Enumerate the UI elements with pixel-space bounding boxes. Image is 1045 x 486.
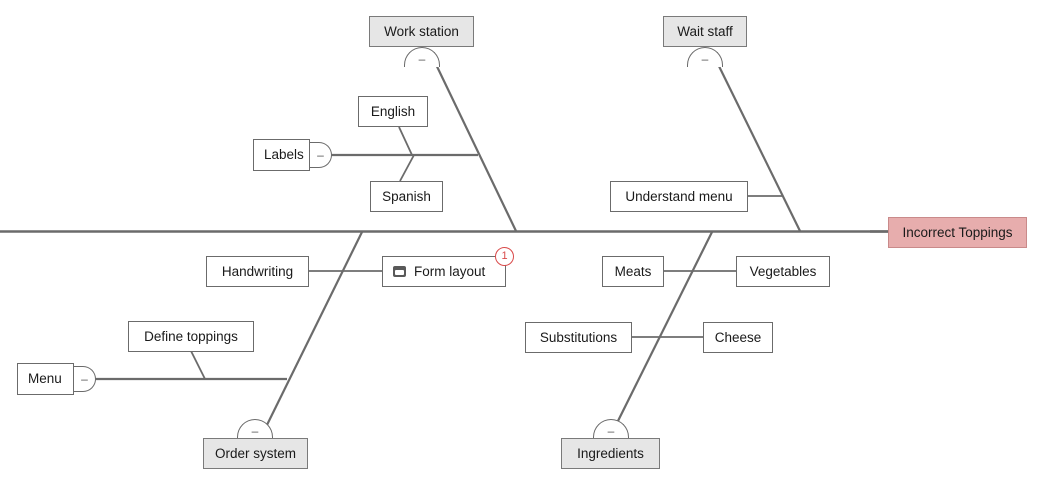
cause-label-spanish: Spanish: [382, 188, 431, 204]
cause-label-labels: Labels: [264, 147, 304, 163]
bone-order-system: [263, 231, 363, 432]
effect-label: Incorrect Toppings: [902, 224, 1013, 240]
collapse-knob-labels[interactable]: –: [310, 142, 332, 168]
cause-label-english: English: [370, 103, 416, 119]
cause-label-form-layout: Form layout: [414, 263, 486, 279]
bone-wait-staff: [712, 53, 801, 232]
cause-node-understand-menu[interactable]: Understand menu: [610, 181, 748, 212]
collapse-glyph: –: [701, 52, 709, 66]
category-label-order-system: Order system: [214, 445, 296, 461]
cause-node-define-toppings[interactable]: Define toppings: [128, 321, 254, 352]
category-label-work-station: Work station: [384, 23, 459, 39]
category-node-wait-staff[interactable]: Wait staff: [663, 16, 747, 47]
cause-label-meats: Meats: [614, 263, 652, 279]
cause-label-cheese: Cheese: [714, 329, 762, 345]
effect-node[interactable]: Incorrect Toppings: [888, 217, 1027, 248]
category-node-work-station[interactable]: Work station: [369, 16, 474, 47]
collapse-glyph: –: [418, 52, 426, 66]
collapse-glyph: –: [607, 424, 615, 438]
cause-node-cheese[interactable]: Cheese: [703, 322, 773, 353]
cause-node-menu[interactable]: Menu: [17, 363, 74, 395]
twig-define-toppings: [189, 348, 206, 380]
cause-node-labels[interactable]: Labels: [253, 139, 310, 171]
collapse-glyph: –: [251, 424, 259, 438]
collapse-glyph: –: [81, 372, 88, 386]
category-label-wait-staff: Wait staff: [677, 23, 733, 39]
cause-label-substitutions: Substitutions: [539, 329, 618, 345]
cause-node-form-layout[interactable]: Form layout: [382, 256, 506, 287]
cause-label-understand-menu: Understand menu: [625, 188, 733, 204]
twig-english: [398, 126, 413, 156]
twig-spanish: [399, 154, 415, 182]
category-node-order-system[interactable]: Order system: [203, 438, 308, 469]
cause-label-handwriting: Handwriting: [221, 263, 294, 279]
cause-label-define-toppings: Define toppings: [144, 328, 238, 344]
cause-node-spanish[interactable]: Spanish: [370, 181, 443, 212]
cause-node-vegetables[interactable]: Vegetables: [736, 256, 830, 287]
bone-work-station: [430, 53, 517, 232]
collapse-knob-menu[interactable]: –: [74, 366, 96, 392]
collapse-glyph: –: [317, 148, 324, 162]
note-icon: [393, 266, 406, 277]
comment-count-value: 1: [501, 250, 508, 262]
cause-node-english[interactable]: English: [358, 96, 428, 127]
cause-node-handwriting[interactable]: Handwriting: [206, 256, 309, 287]
category-node-ingredients[interactable]: Ingredients: [561, 438, 660, 469]
cause-node-substitutions[interactable]: Substitutions: [525, 322, 632, 353]
cause-label-vegetables: Vegetables: [749, 263, 817, 279]
comment-count-badge[interactable]: 1: [495, 247, 514, 266]
cause-node-meats[interactable]: Meats: [602, 256, 664, 287]
category-label-ingredients: Ingredients: [577, 445, 644, 461]
cause-label-menu: Menu: [28, 371, 62, 387]
bone-ingredients: [612, 231, 713, 432]
